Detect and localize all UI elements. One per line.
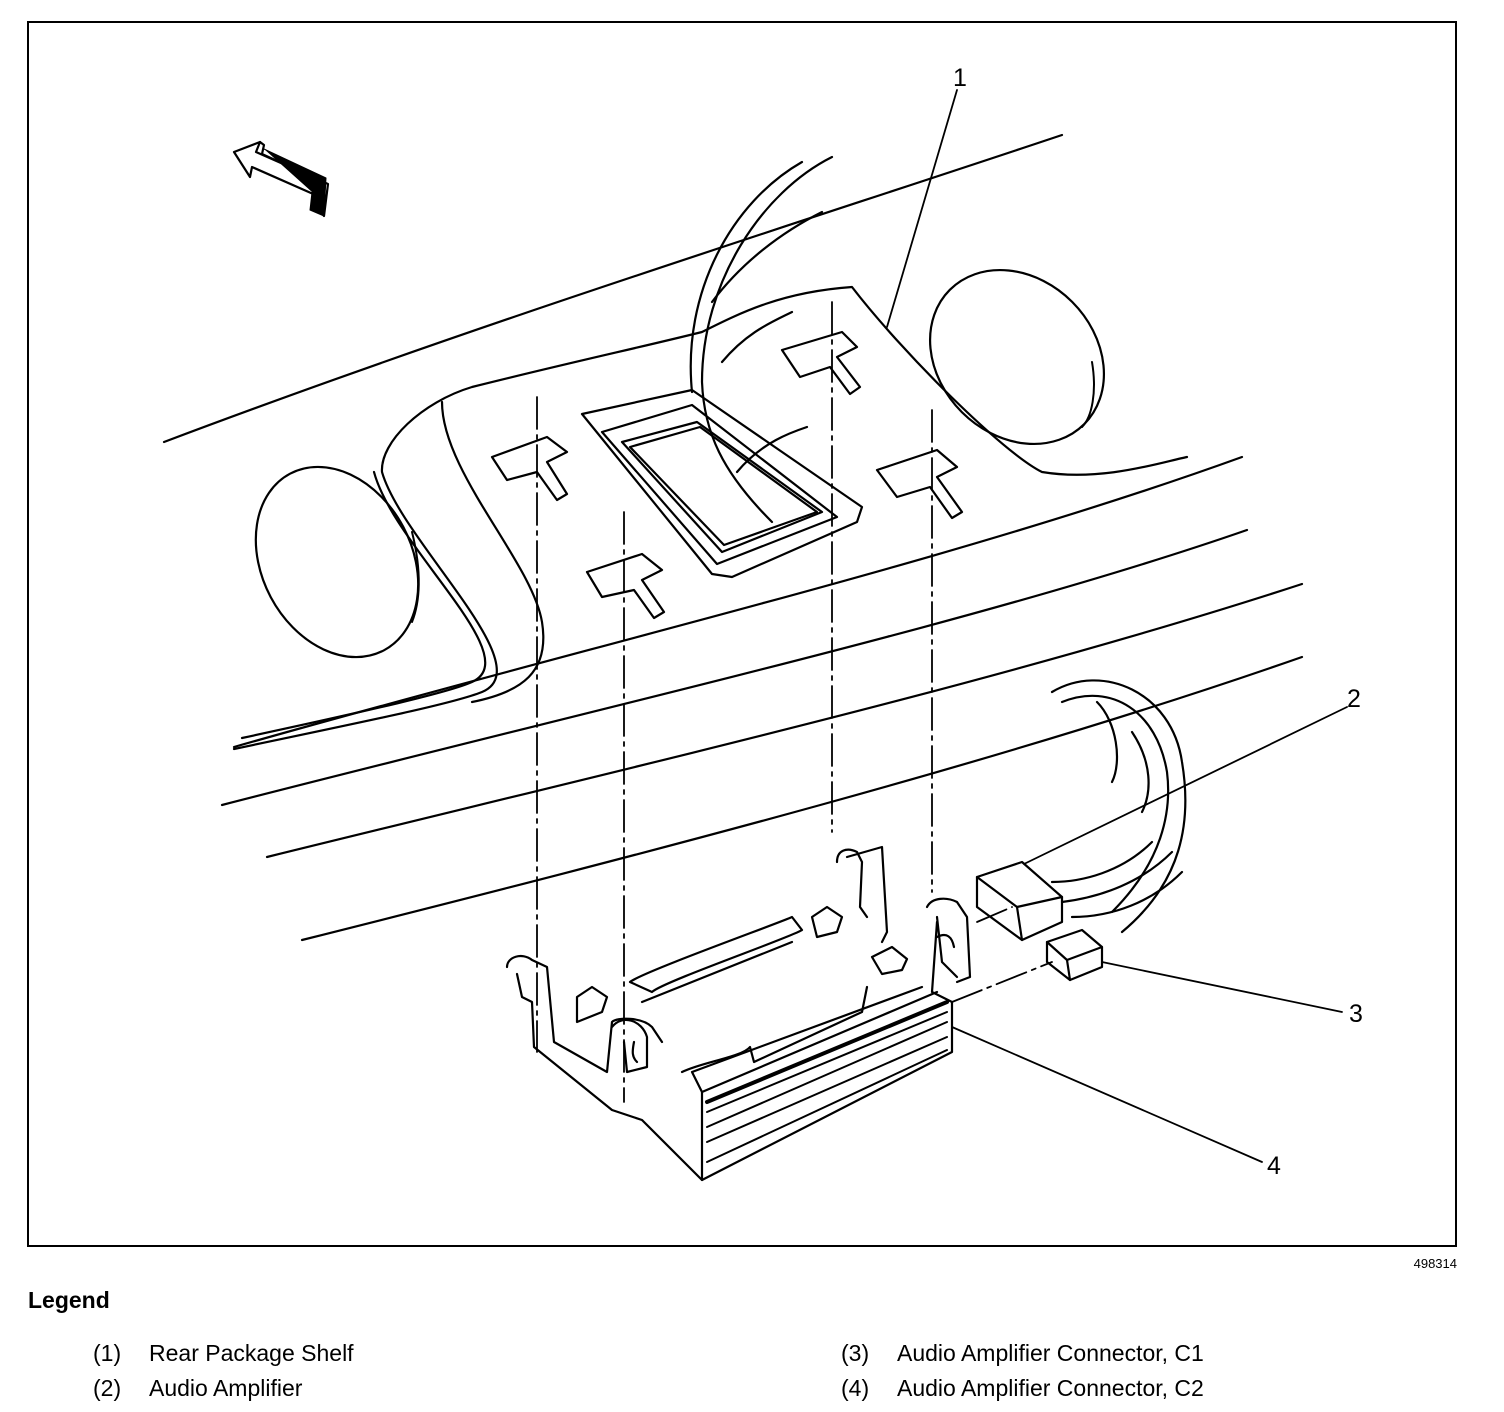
forward-arrow-icon: [232, 140, 330, 218]
legend-item-label: Audio Amplifier Connector, C2: [897, 1375, 1204, 1401]
callout-4: 4: [1267, 1152, 1281, 1180]
legend-item-number: (3): [841, 1340, 870, 1366]
legend-title: Legend: [28, 1287, 110, 1313]
rear-package-shelf: [162, 133, 1304, 942]
legend-item-label: Rear Package Shelf: [149, 1340, 354, 1366]
audio-amplifier: [505, 845, 972, 1182]
mounting-tabs: [490, 330, 964, 620]
legend-item-number: (1): [93, 1340, 122, 1366]
figure-id: 498314: [1413, 1256, 1457, 1271]
diagram-frame: 1 2 3 4: [27, 21, 1457, 1247]
legend-item-label: Audio Amplifier Connector, C1: [897, 1340, 1204, 1366]
connector-c2: [1045, 928, 1104, 982]
callout-3: 3: [1349, 1000, 1363, 1028]
alignment-lines: [536, 301, 1053, 1103]
connector-c1: [975, 860, 1064, 942]
legend-item-number: (2): [93, 1375, 122, 1401]
legend-item-number: (4): [841, 1375, 870, 1401]
diagram-drawing: 1 2 3 4: [162, 64, 1363, 1182]
leader-lines: [886, 89, 1348, 1163]
callout-1: 1: [953, 64, 967, 92]
callout-2: 2: [1347, 685, 1361, 713]
legend-item-label: Audio Amplifier: [149, 1375, 303, 1401]
